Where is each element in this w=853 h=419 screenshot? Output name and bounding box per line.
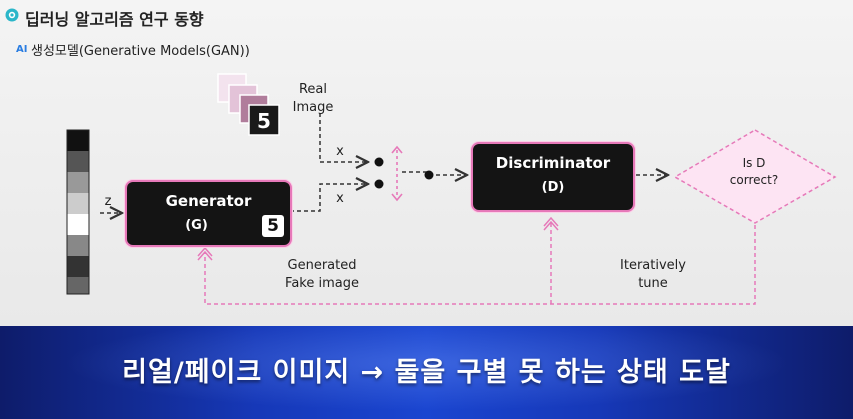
- section-subtitle: 생성모델(Generative Models(GAN)): [31, 44, 250, 59]
- x-label-real: x: [336, 144, 344, 159]
- generator-title: Generator: [165, 192, 252, 210]
- generated-fake-label: Generated Fake image: [285, 258, 359, 291]
- generator-box: Generator (G) 5: [125, 180, 292, 247]
- iteratively-tune-label: Iteratively tune: [620, 258, 686, 291]
- discriminator-box: Discriminator (D): [471, 142, 635, 212]
- x-label-fake: x: [336, 191, 344, 206]
- gear-logo-icon: [5, 8, 19, 22]
- discriminator-symbol: (D): [541, 180, 565, 195]
- real-image-stack: 5: [217, 73, 280, 136]
- decision-diamond: [673, 129, 837, 224]
- caption-banner: 리얼/페이크 이미지 → 둘을 구별 못 하는 상태 도달: [0, 326, 853, 419]
- real-image-label: Real Image: [292, 82, 334, 115]
- feedback-loop: [197, 216, 756, 305]
- generator-symbol: (G): [185, 218, 208, 233]
- page-title: 딥러닝 알고리즘 연구 동향: [25, 10, 204, 29]
- switch-toggle-arrow: [391, 145, 403, 202]
- z-label: z: [104, 194, 112, 209]
- noise-vector: [66, 129, 90, 295]
- connectors: [100, 113, 668, 213]
- caption-text: 리얼/페이크 이미지 → 둘을 구별 못 하는 상태 도달: [122, 357, 731, 388]
- gan-diagram: 5: [66, 73, 837, 305]
- generated-digit: 5: [262, 215, 284, 237]
- ai-badge: AI: [16, 44, 28, 55]
- real-image-digit: 5: [257, 109, 271, 133]
- decision-text: Is D correct?: [729, 156, 779, 187]
- header: 딥러닝 알고리즘 연구 동향: [0, 0, 853, 30]
- discriminator-title: Discriminator: [495, 154, 611, 172]
- switch-nodes: [374, 157, 434, 189]
